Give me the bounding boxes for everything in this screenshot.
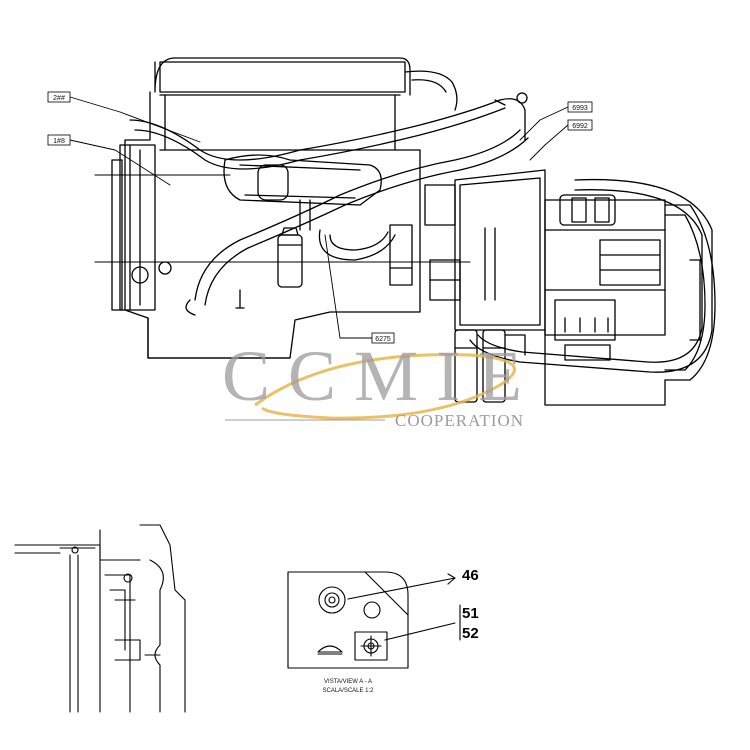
view-caption-scale: SCALA/SCALE 1:2 (322, 688, 374, 694)
callout-box-1: 2## (47, 91, 71, 103)
callout-box-3: 6993 (567, 101, 593, 113)
part-number-51: 51 (462, 605, 479, 622)
leader-lines (69, 96, 569, 339)
callout-label-2: 1#8 (53, 138, 65, 145)
view-a-a (287, 571, 461, 669)
view-caption-title: VISTA/VIEW A - A (324, 679, 372, 685)
svg-text:CCMIE: CCMIE (222, 336, 540, 416)
part-number-46: 46 (462, 567, 479, 584)
svg-text:COOPERATION: COOPERATION (395, 411, 524, 430)
callout-box-2: 1#8 (47, 134, 71, 146)
section-detail (14, 524, 186, 713)
callout-label-4: 6992 (572, 123, 588, 130)
callout-label-5: 6275 (375, 336, 391, 343)
part-number-52: 52 (462, 625, 479, 642)
engine-assembly (94, 57, 716, 406)
callout-box-5: 6275 (371, 332, 395, 344)
callout-box-4: 6992 (567, 119, 593, 131)
watermark-logo: CCMIE COOPERATION (222, 336, 540, 430)
callout-label-1: 2## (53, 95, 65, 102)
callout-label-3: 6993 (572, 105, 588, 112)
